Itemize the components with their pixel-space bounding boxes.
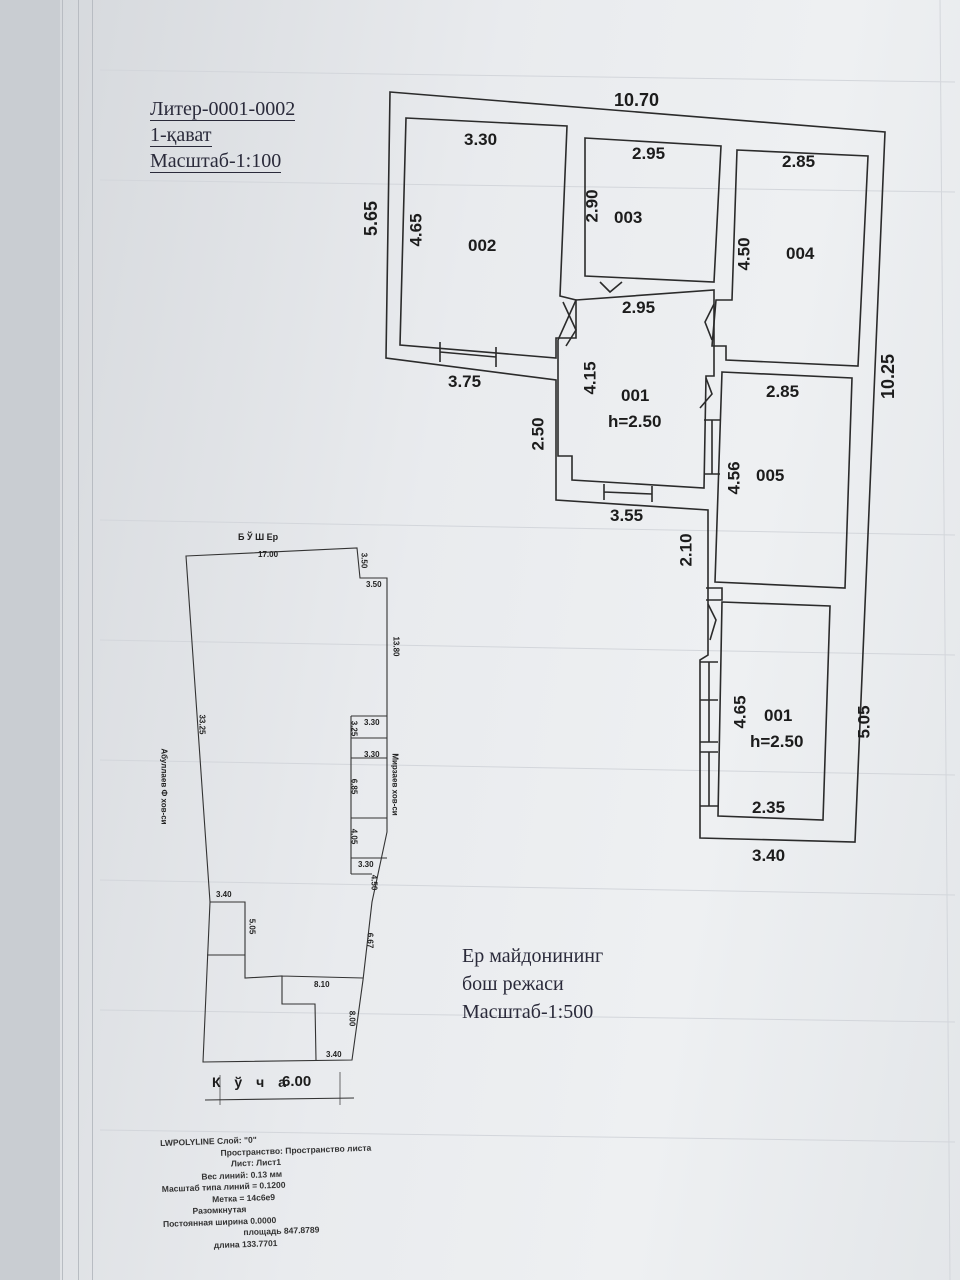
- dim-corridor-bottom: 3.55: [610, 506, 644, 525]
- site-right-bottom: 8.00: [347, 1010, 357, 1027]
- hall-height: 4.65: [730, 695, 750, 729]
- street-line: [204, 1097, 355, 1101]
- site-outline: [185, 547, 388, 1063]
- window: [704, 419, 720, 475]
- door-swing: [704, 303, 715, 341]
- room-005-outline: [714, 371, 853, 589]
- dim-overall-width: 10.70: [614, 90, 660, 110]
- dim-left-height: 5.65: [361, 200, 382, 237]
- dim-step: 2.50: [528, 417, 548, 451]
- room-002-width: 3.30: [464, 130, 498, 149]
- site-caption-line2: бош режаси: [462, 973, 564, 995]
- sheet-edge: [92, 0, 93, 1280]
- room-005-width: 2.85: [766, 382, 800, 401]
- window: [700, 751, 718, 807]
- room-003-width: 2.95: [632, 144, 666, 163]
- site-caption-line1: Ер майдонининг: [462, 945, 604, 967]
- liter-label: Литер-0001-0002: [150, 98, 296, 121]
- site-left-notch: 3.40: [216, 890, 232, 899]
- site-left-neighbor: Абуллаев Ф хов-си: [159, 748, 169, 825]
- corridor-width: 2.95: [622, 298, 656, 317]
- hall-width: 2.35: [752, 798, 786, 817]
- dim-wall-left: 3.75: [448, 372, 482, 391]
- site-bldg-dim: 3.30: [358, 860, 374, 869]
- site-yard: [207, 901, 364, 1061]
- dim-gap: 2.10: [676, 533, 696, 567]
- room-004-height: 4.50: [734, 237, 754, 271]
- room-003-height: 2.90: [582, 189, 602, 223]
- site-building: [350, 715, 387, 875]
- site-left-notch-h: 5.05: [247, 918, 257, 935]
- paper-sheet: [60, 0, 960, 1280]
- street-width: 6.00: [282, 1073, 312, 1090]
- room-003-label: 003: [614, 208, 643, 227]
- dim-overall-height: 10.25: [878, 353, 899, 400]
- site-right-top: 3.50: [359, 552, 369, 569]
- site-bldg-dim: 4.05: [349, 828, 359, 845]
- street-label: К ў ч а: [212, 1074, 291, 1090]
- door-swing: [599, 281, 623, 294]
- site-right-upper: 13.80: [391, 636, 401, 657]
- plan-outer-wall: [385, 91, 886, 843]
- door-swing: [699, 377, 713, 409]
- site-bldg-dim: 3.30: [364, 750, 380, 759]
- door-frame: [706, 587, 723, 601]
- site-bldg-dim: 3.30: [364, 718, 380, 727]
- room-002-label: 002: [468, 236, 497, 255]
- hall-label: 001: [764, 706, 793, 725]
- site-left-long: 33.25: [197, 714, 207, 735]
- corridor-001-outline: [557, 289, 715, 489]
- site-top-label: Б Ў Ш Ер: [238, 532, 279, 542]
- sheet-edge: [78, 0, 79, 1280]
- window: [700, 661, 718, 743]
- scale-label: Масштаб-1:100: [150, 150, 282, 173]
- site-caption-line3: Масштаб-1:500: [462, 1001, 594, 1023]
- room-005-height: 4.56: [724, 461, 744, 495]
- corridor-height: 4.15: [580, 361, 600, 395]
- dim-bottom-width: 3.40: [752, 846, 786, 865]
- room-005-label: 005: [756, 466, 785, 485]
- dim-right-bottom-height: 5.05: [854, 705, 874, 739]
- window: [439, 342, 497, 367]
- site-inner-dim: 8.10: [314, 980, 330, 989]
- door-swing: [707, 603, 717, 641]
- hall-ceiling: h=2.50: [750, 732, 804, 751]
- sheet-edge: [62, 0, 63, 1280]
- floor-label: 1-қават: [150, 124, 212, 147]
- site-bottom-right: 3.40: [326, 1050, 342, 1059]
- room-004-outline: [711, 149, 869, 367]
- site-right-notch: 3.50: [366, 580, 382, 589]
- street-dim: [219, 1072, 341, 1105]
- site-right-lower: 6.67: [365, 932, 375, 949]
- site-bldg-dim: 6.85: [349, 778, 359, 795]
- room-004-label: 004: [786, 244, 815, 263]
- room-004-width: 2.85: [782, 152, 816, 171]
- corridor-label: 001: [621, 386, 650, 405]
- room-002-outline: [399, 117, 577, 359]
- site-plan-drawing: [185, 547, 388, 1105]
- room-002-height: 4.65: [406, 213, 426, 247]
- site-bldg-dim: 3.25: [349, 720, 359, 737]
- room-003-outline: [584, 137, 722, 283]
- hall-001-outline: [717, 601, 831, 821]
- window: [603, 484, 653, 502]
- site-right-neighbor: Мирзаев хов-си: [390, 753, 400, 816]
- site-right-mid: 4.50: [369, 874, 379, 891]
- door-swing: [562, 301, 577, 347]
- cad-properties: LWPOLYLINE Слой: "0" Пространство: Прост…: [160, 1131, 375, 1253]
- site-top-dim: 17.00: [258, 550, 279, 559]
- corridor-ceiling: h=2.50: [608, 412, 662, 431]
